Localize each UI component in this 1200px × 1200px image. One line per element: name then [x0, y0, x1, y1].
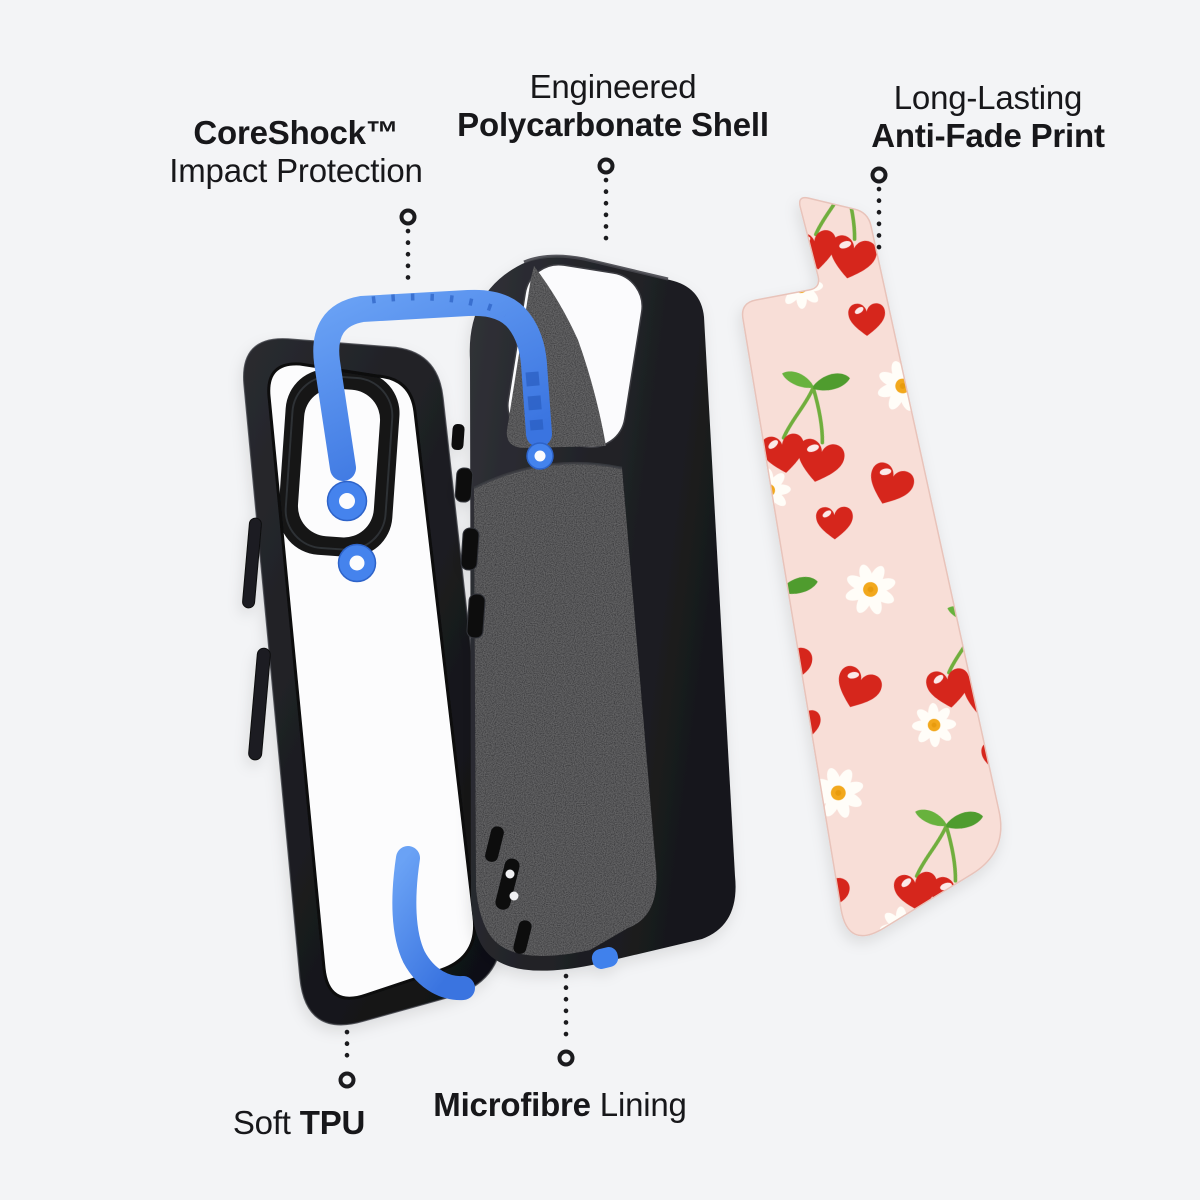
- leader-ring-icon: [870, 166, 888, 184]
- coreshock-tab: [591, 947, 619, 969]
- callout-polycarbonate: Engineered Polycarbonate Shell: [457, 68, 769, 144]
- inner-case-slot: [451, 423, 465, 451]
- leader-polycarbonate: [597, 157, 615, 251]
- callout-microfibre-bold: Microfibre: [433, 1086, 591, 1123]
- printed-film-layer: [741, 196, 1002, 937]
- polycarbonate-shell-layer: [451, 254, 736, 971]
- leader-anti-fade: [870, 166, 888, 257]
- callout-microfibre: Microfibre Lining: [433, 1086, 687, 1124]
- leader-microfibre: [557, 973, 575, 1067]
- leader-coreshock: [399, 208, 417, 291]
- tpu-bumper-frame: [243, 338, 502, 1025]
- side-button: [248, 647, 271, 761]
- speaker-hole: [509, 891, 519, 901]
- bumper-case-layer: [242, 338, 503, 1026]
- callout-coreshock-line2: Impact Protection: [169, 152, 423, 189]
- speaker-hole: [505, 869, 515, 879]
- coreshock-band-segments: [525, 371, 544, 431]
- callout-anti-fade-line2: Anti-Fade Print: [871, 117, 1105, 154]
- leader-ring-icon: [557, 1049, 575, 1067]
- coreshock-frame-layer: [313, 289, 554, 1001]
- bottom-port-slot: [485, 826, 504, 862]
- coreshock-ring-icon: [326, 480, 368, 522]
- callout-anti-fade: Long-Lasting Anti-Fade Print: [871, 79, 1105, 155]
- callout-coreshock: CoreShock™ Impact Protection: [169, 114, 423, 190]
- callout-polycarbonate-line2: Polycarbonate Shell: [457, 106, 769, 143]
- callout-polycarbonate-line1: Engineered: [529, 68, 697, 105]
- callout-anti-fade-line1: Long-Lasting: [893, 79, 1083, 116]
- leader-ring-icon: [597, 157, 615, 175]
- printed-film-shape: [741, 196, 1002, 937]
- side-button: [466, 593, 486, 639]
- leader-ring-icon: [399, 208, 417, 226]
- bottom-port-slot: [513, 920, 532, 954]
- side-button: [454, 467, 474, 503]
- frame-inner-lip: [267, 362, 477, 1000]
- coreshock-hook: [392, 846, 475, 1001]
- callout-soft-tpu: Soft TPU: [233, 1104, 365, 1142]
- callout-soft-tpu-regular: Soft: [232, 1104, 291, 1141]
- callout-coreshock-line1: CoreShock™: [193, 114, 399, 151]
- side-button: [242, 517, 262, 609]
- leader-ring-icon: [338, 1071, 356, 1089]
- microfibre-lining-surface: [474, 463, 657, 956]
- side-button: [460, 527, 480, 571]
- coreshock-ring-icon: [337, 543, 377, 583]
- callout-leaders: [338, 157, 888, 1089]
- leader-soft-tpu: [338, 1029, 356, 1089]
- coreshock-ring-icon: [526, 442, 554, 470]
- shell-top-highlight: [523, 254, 669, 281]
- callout-soft-tpu-bold: TPU: [299, 1104, 366, 1141]
- callout-microfibre-regular: Lining: [599, 1086, 687, 1123]
